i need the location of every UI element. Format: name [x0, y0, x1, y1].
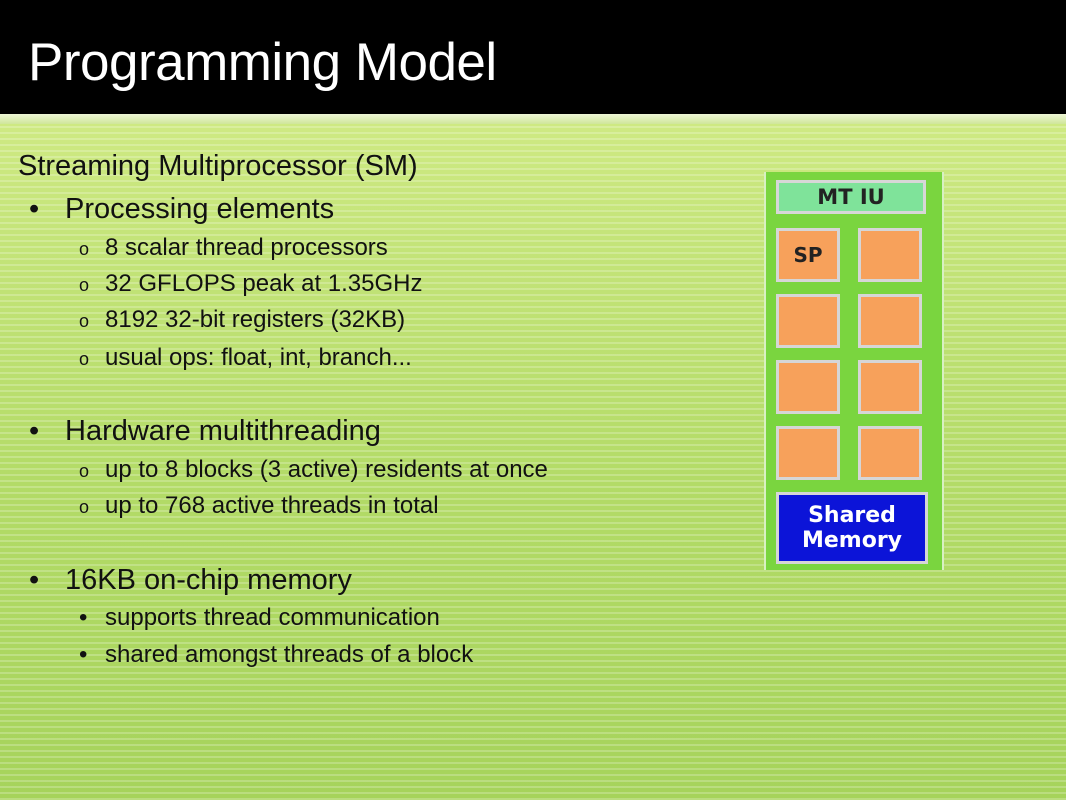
sub-marker: o — [79, 239, 90, 259]
mt-iu-block: MT IU — [776, 180, 926, 214]
bullet-marker: • — [29, 193, 40, 225]
title-bar: Programming Model — [0, 0, 1066, 114]
sub-item: o up to 768 active threads in total — [79, 492, 439, 520]
sub-item-text: 8 scalar thread processors — [105, 234, 388, 261]
sp-block — [776, 360, 840, 414]
sp-block — [776, 426, 840, 480]
shared-memory-block: Shared Memory — [776, 492, 928, 564]
sub-marker: • — [79, 641, 88, 668]
sub-item-text: up to 8 blocks (3 active) residents at o… — [105, 456, 548, 483]
sp-block — [858, 294, 922, 348]
title-divider — [0, 114, 1066, 124]
sub-item-text: 8192 32-bit registers (32KB) — [105, 306, 406, 333]
sub-item-text: shared amongst threads of a block — [105, 641, 474, 668]
sub-item: o usual ops: float, int, branch... — [79, 344, 412, 372]
sub-item: o up to 8 blocks (3 active) residents at… — [79, 456, 548, 484]
sm-diagram: MT IU SP Shared Memory — [764, 172, 944, 570]
shared-memory-label-line2: Memory — [801, 528, 903, 553]
bullet-text: 16KB on-chip memory — [65, 564, 352, 596]
sub-item: o 32 GFLOPS peak at 1.35GHz — [79, 270, 423, 298]
sub-marker: o — [79, 311, 90, 331]
sub-marker: • — [79, 604, 88, 631]
bullet-marker: • — [29, 415, 40, 447]
sp-block — [858, 360, 922, 414]
sp-block — [858, 228, 922, 282]
bullet-hardware-multithreading: • Hardware multithreading — [29, 415, 381, 448]
sub-marker: o — [79, 461, 90, 481]
sub-item-text: usual ops: float, int, branch... — [105, 344, 412, 371]
sub-item-text: 32 GFLOPS peak at 1.35GHz — [105, 270, 423, 297]
slide-title: Programming Model — [28, 33, 497, 92]
sub-item-text: up to 768 active threads in total — [105, 492, 439, 519]
sub-marker: o — [79, 275, 90, 295]
sub-marker: o — [79, 349, 90, 369]
sp-block: SP — [776, 228, 840, 282]
sub-item: • shared amongst threads of a block — [79, 641, 474, 669]
sub-item: • supports thread communication — [79, 604, 440, 632]
bullet-on-chip-memory: • 16KB on-chip memory — [29, 564, 352, 597]
sub-marker: o — [79, 497, 90, 517]
sub-item: o 8 scalar thread processors — [79, 234, 388, 262]
slide-content: Streaming Multiprocessor (SM) • Processi… — [18, 150, 548, 669]
bullet-marker: • — [29, 564, 40, 596]
sub-item: o 8192 32-bit registers (32KB) — [79, 306, 406, 334]
bullet-text: Hardware multithreading — [65, 415, 381, 447]
bullet-text: Processing elements — [65, 193, 335, 225]
slide-heading: Streaming Multiprocessor (SM) — [18, 150, 418, 182]
bullet-processing-elements: • Processing elements — [29, 193, 335, 226]
sub-item-text: supports thread communication — [105, 604, 440, 631]
shared-memory-label-line1: Shared — [808, 503, 896, 528]
sp-block — [858, 426, 922, 480]
sp-block — [776, 294, 840, 348]
